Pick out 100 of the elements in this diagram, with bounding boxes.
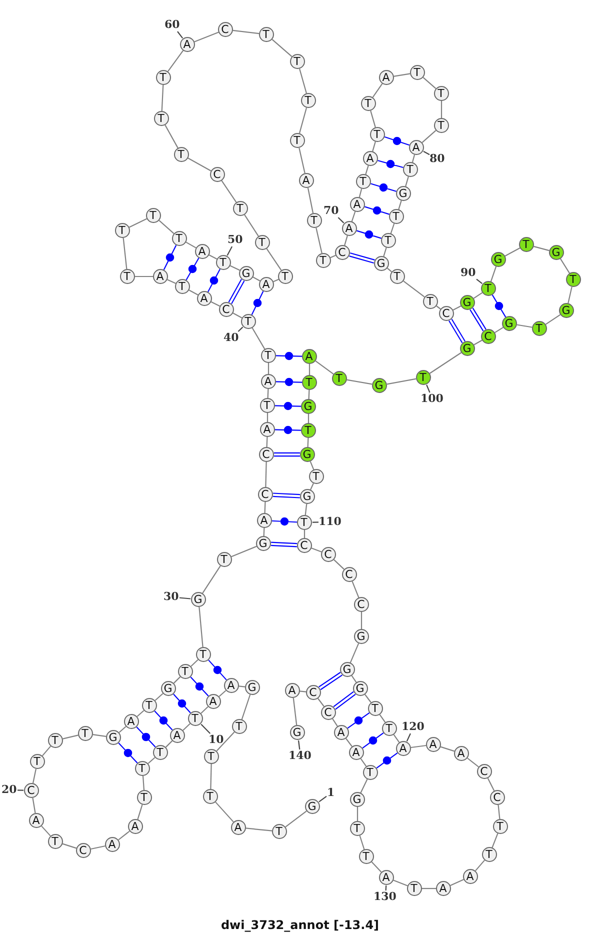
nucleotide-circle: A (298, 172, 314, 188)
nucleotide-circle: G (354, 628, 368, 644)
backbone-line (516, 324, 532, 328)
backbone-line (194, 32, 219, 42)
backbone-line (307, 188, 314, 214)
nucleotide-circle: A (436, 880, 450, 896)
base-pair-line (208, 660, 228, 680)
base-pair-line (492, 294, 506, 318)
backbone-line (62, 734, 78, 740)
backbone-line (403, 280, 425, 298)
base-pair-line (270, 542, 298, 548)
backbone-line (356, 807, 358, 821)
backbone-line (90, 845, 106, 850)
backbone-line (364, 694, 372, 703)
nucleotide-circle: T (356, 174, 370, 188)
base-pair-line (370, 183, 397, 192)
nucleotide-circle: T (142, 698, 156, 712)
nucleotide-circle: C (218, 302, 234, 316)
base-pair-line (154, 710, 173, 731)
base-pair-line (118, 742, 138, 764)
backbone-line (371, 862, 382, 872)
nucleotide-circle: C (76, 842, 90, 858)
nucleotide-circle: A (194, 244, 210, 258)
backbone-line (358, 188, 362, 198)
backbone-line (42, 746, 52, 756)
nucleotide-circle: T (296, 514, 312, 530)
backbone-line (498, 804, 500, 820)
leader-line (338, 217, 344, 224)
nucleotide-circle: T (390, 268, 404, 284)
backbone-line (360, 758, 367, 767)
nucleotide-circle: A (348, 744, 364, 760)
nucleotide-circle: A (152, 268, 168, 284)
backbone-line (32, 768, 37, 784)
position-number: 80 (430, 153, 445, 165)
base-pair-line (275, 378, 303, 386)
position-number: 1 (327, 787, 335, 799)
nucleotide-circle: T (300, 422, 316, 438)
nucleotide-circle: A (396, 740, 410, 756)
diagram-title: dwi_3732_annot [-13.4] (220, 918, 380, 932)
base-pair-line (448, 318, 466, 344)
leader-line (179, 597, 191, 600)
backbone-line (344, 236, 348, 246)
nucleotide-circle: C (258, 486, 272, 502)
backbone-line (129, 218, 147, 228)
backbone-line (135, 276, 153, 278)
nucleotide-circle: G (256, 536, 270, 550)
backbone-line (351, 675, 357, 683)
nucleotide-circle: T (358, 848, 374, 864)
leader-line (298, 740, 300, 750)
backbone-line (266, 413, 268, 422)
nucleotide-circle: T (174, 278, 190, 294)
backbone-line (232, 312, 242, 318)
backbone-line (158, 220, 174, 234)
nucleotide-circle: C (342, 566, 356, 582)
backbone-line (122, 238, 128, 270)
backbone-line (244, 214, 259, 236)
nucleotide-circle: T (172, 230, 186, 246)
backbone-line (560, 258, 570, 274)
leader-line (385, 885, 387, 891)
backbone-line (332, 718, 338, 727)
nucleotide-circle: T (332, 370, 346, 386)
nucleotide-circle: C (480, 328, 496, 344)
nucleotide-circle: T (300, 92, 316, 108)
nucleotide-circle: A (128, 818, 142, 834)
position-number: 130 (374, 891, 396, 903)
position-number: 60 (164, 19, 180, 31)
nucleotide-circle: T (406, 880, 422, 896)
nucleotide-circle: T (290, 54, 304, 68)
position-number: 110 (318, 516, 342, 528)
backbone-line (218, 690, 226, 697)
backbone-line (308, 414, 310, 423)
nucleotide-circle: T (146, 208, 160, 222)
nucleotide-circle: T (360, 96, 376, 110)
nucleotide-circle: T (370, 126, 384, 142)
nucleotide-circle: T (362, 764, 378, 780)
backbone-line (263, 528, 265, 536)
nucleotide-circle: G (304, 798, 320, 814)
nucleotide-circle: A (180, 36, 194, 52)
leader-line (426, 384, 430, 393)
nucleotide-circle: A (230, 820, 246, 834)
backbone-line (372, 83, 383, 98)
backbone-line (298, 148, 306, 174)
base-pair-line (271, 517, 298, 526)
base-pair-line (364, 206, 390, 215)
backbone-line (386, 378, 416, 385)
nucleotide-circle: G (300, 446, 314, 462)
nucleotide-circle: A (342, 220, 356, 236)
nucleotide-circle: T (48, 732, 62, 748)
base-pair-line (356, 230, 382, 239)
backbone-line (473, 292, 483, 299)
nucleotide-circle: C (258, 446, 274, 462)
nucleotide-circle: T (278, 268, 292, 284)
nucleotide-circle: A (224, 678, 238, 692)
nucleotide-circle: T (260, 348, 276, 362)
position-number: 120 (402, 721, 424, 733)
backbone-line (167, 279, 176, 284)
backbone-line (161, 84, 164, 112)
nucleotide-circle: G (300, 488, 314, 504)
backbone-line (252, 276, 260, 282)
backbone-line (390, 223, 395, 234)
